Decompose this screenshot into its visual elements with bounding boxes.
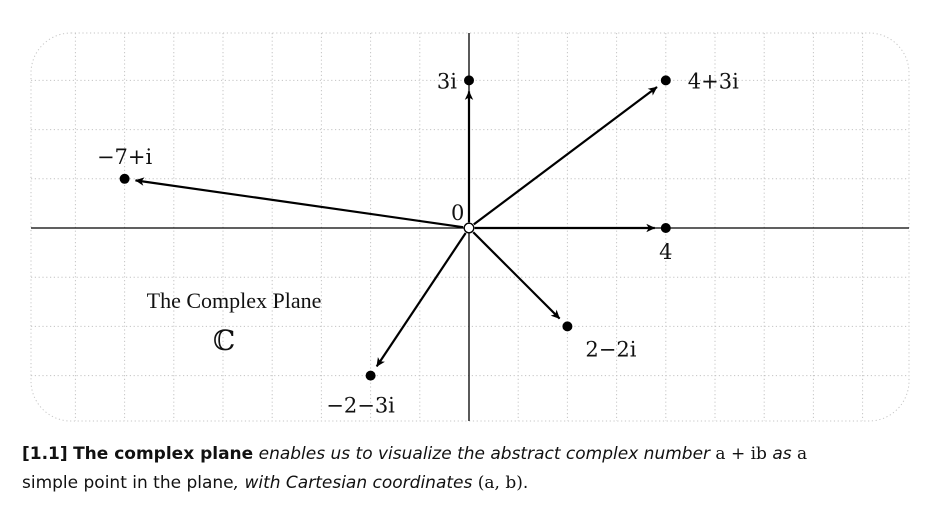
point-label: −2−3i bbox=[326, 394, 395, 418]
caption-math-3: (a, b) bbox=[477, 473, 523, 493]
vector-arrow bbox=[472, 231, 561, 320]
caption-text-1: enables us to visualize the abstract com… bbox=[258, 444, 711, 464]
figure-caption: [1.1] The complex plane enables us to vi… bbox=[22, 440, 922, 498]
plane-symbol: ℂ bbox=[213, 324, 235, 357]
point-label: −7+i bbox=[97, 145, 153, 169]
point-marker bbox=[464, 75, 474, 86]
point-marker bbox=[119, 173, 130, 184]
origin-label: 0 bbox=[451, 201, 464, 225]
point-marker bbox=[365, 370, 376, 381]
vector-arrow bbox=[375, 232, 467, 368]
caption-math-1: a + ib bbox=[715, 444, 767, 464]
plane-title: The Complex Plane bbox=[147, 288, 322, 313]
complex-plane-figure: 3i 4+3i −7+i 4 2−2i −2−3i 0 The Complex Plane… bbox=[30, 32, 910, 422]
caption-text-2: as bbox=[772, 444, 792, 464]
caption-text-5: . bbox=[522, 473, 529, 493]
caption-title: The complex plane bbox=[73, 444, 254, 464]
point-marker bbox=[660, 223, 671, 233]
vector-arrow bbox=[134, 177, 464, 229]
point-label: 4+3i bbox=[688, 69, 739, 93]
point-labels: 3i 4+3i −7+i 4 2−2i −2−3i bbox=[97, 69, 739, 417]
point-marker bbox=[660, 75, 671, 86]
point-label: 4 bbox=[659, 240, 672, 264]
caption-text-4: , with Cartesian coordinates bbox=[233, 473, 473, 493]
vectors bbox=[119, 75, 671, 381]
caption-math-2: a bbox=[797, 444, 808, 464]
origin-point bbox=[463, 222, 475, 234]
vector-arrow bbox=[473, 86, 658, 226]
point-label: 3i bbox=[437, 69, 457, 93]
panel-border bbox=[30, 32, 910, 422]
caption-number: [1.1] bbox=[22, 444, 68, 464]
point-label: 2−2i bbox=[585, 337, 636, 361]
point-marker bbox=[562, 321, 573, 332]
caption-text-3: simple point in the plane bbox=[22, 473, 234, 493]
